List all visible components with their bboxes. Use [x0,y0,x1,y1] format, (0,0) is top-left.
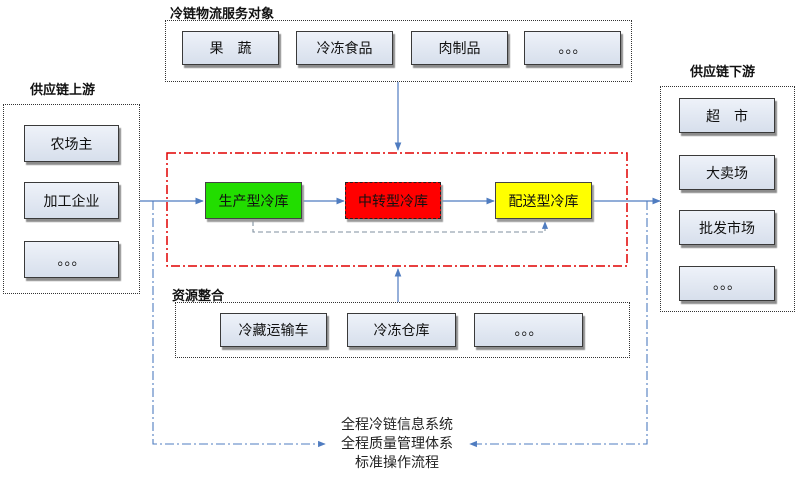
resource-item-refrigerated-truck: 冷藏运输车 [220,313,327,347]
arrow-right-to-systems [469,201,648,448]
service-item-more: 。。。 [524,31,621,65]
upstream-item-more: 。。。 [24,241,119,278]
downstream-title: 供应链下游 [690,65,756,80]
service-objects-title: 冷链物流服务对象 [170,7,275,22]
arrow-left-to-systems [152,201,326,448]
system-info: 全程冷链信息系统 [341,417,453,433]
resource-item-frozen-warehouse: 冷冻仓库 [347,313,456,347]
service-item-fruit-veg: 果 蔬 [182,31,279,65]
arrow-bypass [252,221,549,233]
downstream-item-supermarket: 超 市 [679,98,775,133]
resource-item-more: 。。。 [474,313,583,347]
resources-title: 资源整合 [172,289,225,304]
core-frame [166,152,628,267]
downstream-item-hypermarket: 大卖场 [679,155,775,190]
system-sop: 标准操作流程 [355,455,439,471]
downstream-item-wholesale: 批发市场 [679,210,775,245]
upstream-title: 供应链上游 [30,83,96,98]
service-objects-group: 果 蔬 冷冻食品 肉制品 。。。 [165,20,632,82]
service-item-frozen-food: 冷冻食品 [296,31,393,65]
downstream-item-more: 。。。 [679,266,775,301]
system-quality: 全程质量管理体系 [341,436,453,452]
stage-transfer-cold-storage: 中转型冷库 [345,182,441,219]
stage-distribution-cold-storage: 配送型冷库 [495,182,592,219]
resources-group: 冷藏运输车 冷冻仓库 。。。 [175,302,630,358]
upstream-item-processor: 加工企业 [24,182,119,219]
downstream-group: 超 市 大卖场 批发市场 。。。 [660,86,795,312]
stage-production-cold-storage: 生产型冷库 [205,182,302,219]
service-item-meat: 肉制品 [411,31,508,65]
upstream-group: 农场主 加工企业 。。。 [3,104,140,294]
upstream-item-farmer: 农场主 [24,125,119,162]
